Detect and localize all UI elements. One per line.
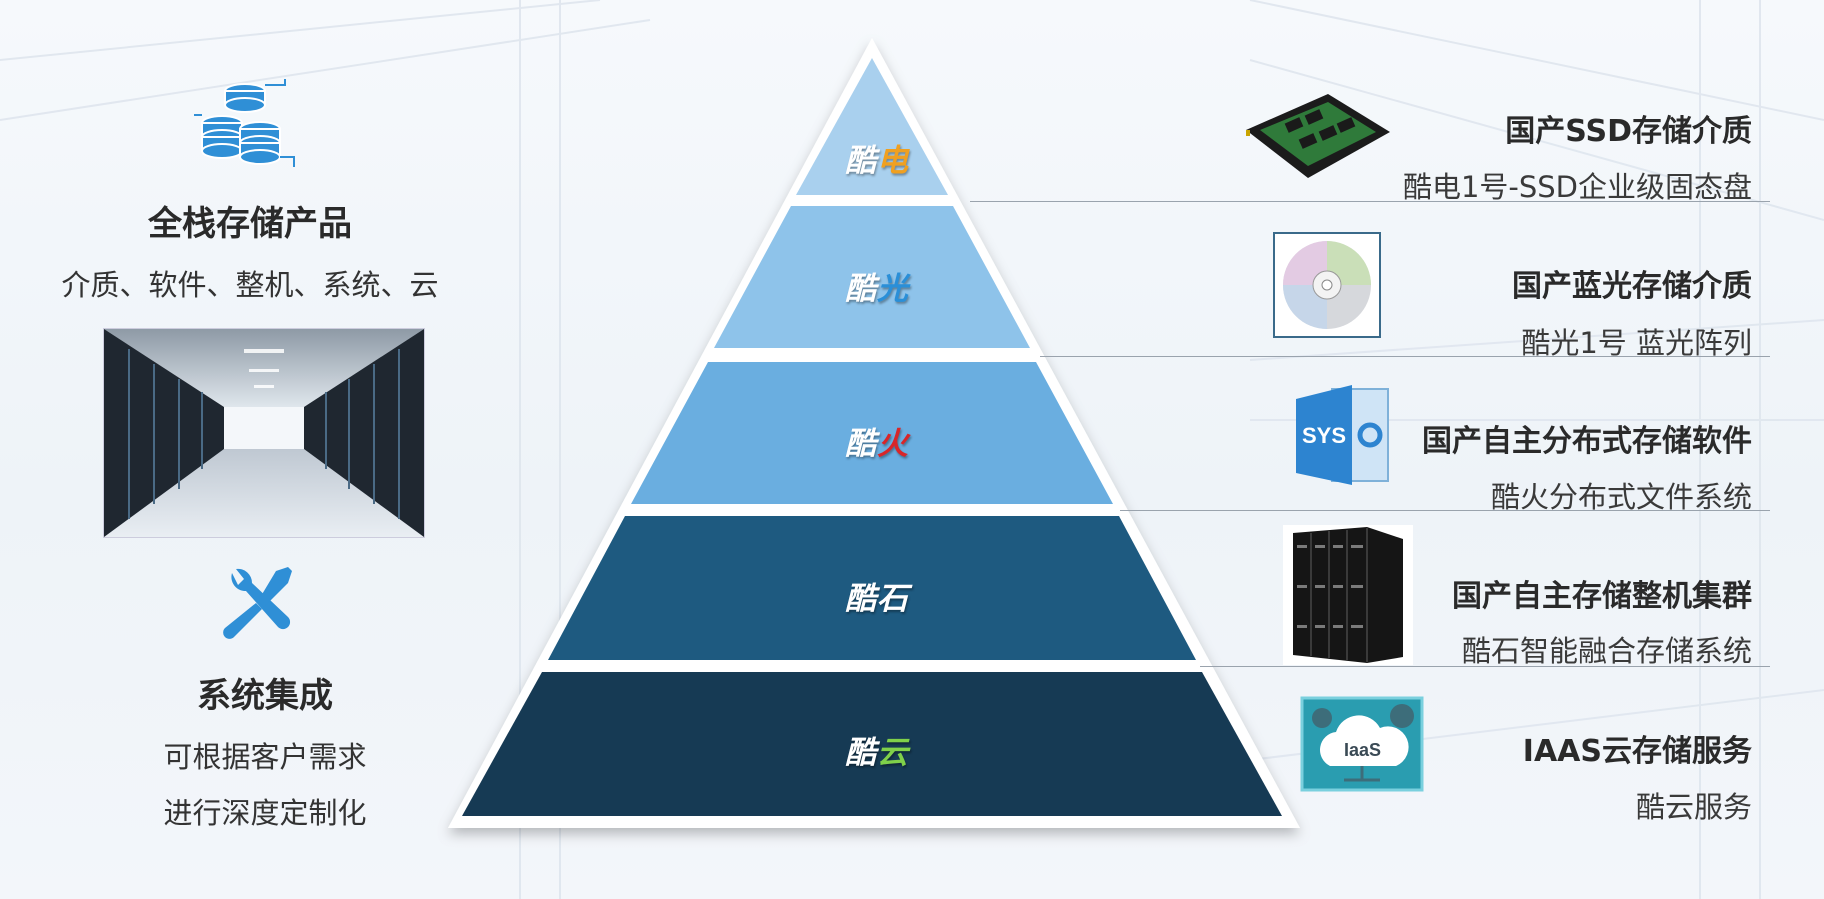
divider-3 [1120, 510, 1770, 511]
tier-kudian [796, 58, 948, 195]
integration-line2: 进行深度定制化 [163, 796, 367, 830]
server-rack-icon [1283, 525, 1413, 665]
divider-2 [1040, 356, 1770, 357]
iaas-icon-text: IaaS [1344, 740, 1381, 760]
database-stack-icon [194, 79, 295, 167]
products-subtitle: 介质、软件、整机、系统、云 [61, 268, 439, 302]
tier-suffix: 石 [877, 581, 909, 617]
optical-disc-icon [1273, 232, 1381, 338]
left-panel: 全栈存储产品 介质、软件、整机、系统、云 [0, 0, 520, 899]
products-title: 全栈存储产品 [148, 204, 352, 244]
item-heading-software: 国产自主分布式存储软件 [1422, 424, 1752, 459]
item-heading-bluray: 国产蓝光存储介质 [1512, 269, 1752, 304]
integration-line1: 可根据客户需求 [163, 740, 367, 774]
sys-software-icon: SYS [1296, 385, 1389, 485]
tier-label-kushi: 酷石 [845, 573, 909, 618]
tier-suffix: 电 [877, 143, 909, 179]
tier-label-kuyun: 酷云 [845, 727, 909, 772]
item-desc-ssd: 酷电1号-SSD企业级固态盘 [1402, 170, 1752, 204]
tier-label-kuguang: 酷光 [845, 263, 909, 308]
wrench-screwdriver-icon [223, 567, 292, 639]
tier-label-kuhuo: 酷火 [845, 418, 909, 463]
divider-1 [970, 201, 1770, 202]
tier-prefix: 酷 [845, 143, 877, 179]
item-desc-cluster: 酷石智能融合存储系统 [1461, 634, 1752, 668]
tier-prefix: 酷 [845, 581, 877, 617]
tier-kuyun [462, 672, 1282, 816]
tier-kushi [548, 516, 1196, 660]
item-desc-software: 酷火分布式文件系统 [1490, 480, 1752, 514]
tier-label-kudian: 酷电 [845, 135, 909, 180]
iaas-cloud-icon: IaaS [1300, 696, 1424, 792]
tier-kuguang [714, 206, 1030, 348]
item-heading-iaas: IAAS云存储服务 [1522, 734, 1752, 769]
server-room-photo [103, 328, 425, 538]
item-desc-iaas: 酷云服务 [1635, 790, 1752, 824]
tier-kuhuo [631, 362, 1113, 504]
integration-title: 系统集成 [197, 676, 333, 716]
tier-suffix: 火 [877, 426, 909, 462]
divider-4 [1200, 666, 1770, 667]
item-desc-bluray: 酷光1号 蓝光阵列 [1521, 326, 1752, 360]
tier-prefix: 酷 [845, 271, 877, 307]
tier-prefix: 酷 [845, 426, 877, 462]
tier-suffix: 云 [877, 735, 909, 771]
tier-prefix: 酷 [845, 735, 877, 771]
tier-suffix: 光 [877, 271, 909, 307]
sys-icon-text: SYS [1302, 423, 1346, 448]
item-heading-ssd: 国产SSD存储介质 [1505, 114, 1752, 149]
item-heading-cluster: 国产自主存储整机集群 [1452, 579, 1752, 614]
ssd-icon [1246, 94, 1390, 178]
